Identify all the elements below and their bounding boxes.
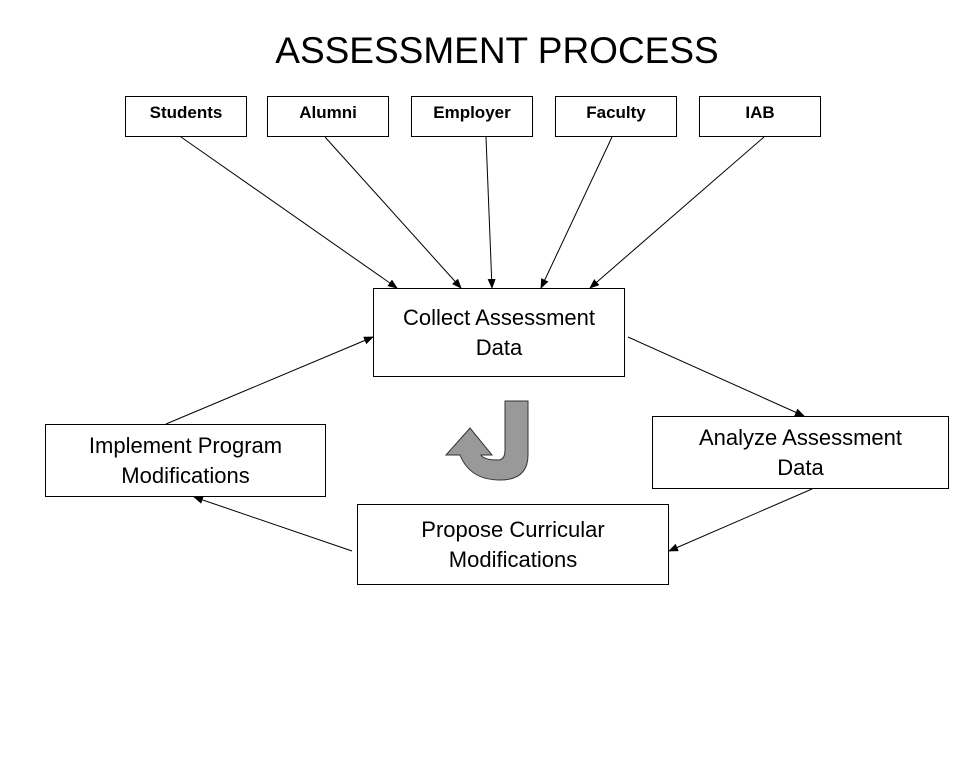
arrow-employer-to-collect — [485, 136, 496, 289]
arrow-alumni-to-collect — [324, 136, 462, 289]
source-label: Faculty — [586, 103, 646, 122]
source-box-employer: Employer — [411, 96, 533, 137]
arrow-propose-to-implement — [193, 496, 353, 552]
source-label: Employer — [433, 103, 511, 122]
arrow-implement-to-collect — [165, 336, 374, 425]
step-label-line1: Propose Curricular — [421, 516, 605, 542]
source-label: Alumni — [299, 103, 357, 122]
step-label-line2: Data — [475, 334, 523, 360]
source-box-alumni: Alumni — [267, 96, 389, 137]
step-label-line2: Modifications — [121, 462, 250, 488]
step-label-line2: Data — [777, 454, 824, 480]
source-label: Students — [149, 103, 223, 122]
u-turn-arrow-icon — [444, 400, 529, 481]
arrow-faculty-to-collect — [540, 136, 613, 289]
arrow-students-to-collect — [180, 136, 398, 289]
step-label-line1: Implement Program — [88, 432, 283, 458]
step-label-line1: Analyze Assessment — [699, 424, 902, 450]
source-box-students: Students — [125, 96, 247, 137]
source-box-iab: IAB — [699, 96, 821, 137]
arrow-analyze-to-propose — [668, 488, 813, 552]
step-label-line1: Collect Assessment — [403, 304, 595, 330]
source-label: IAB — [745, 103, 775, 122]
diagram-title: ASSESSMENT PROCESS — [275, 30, 719, 71]
step-label-line2: Modifications — [448, 546, 578, 572]
source-box-faculty: Faculty — [555, 96, 677, 137]
arrow-iab-to-collect — [589, 136, 765, 289]
arrow-collect-to-analyze — [627, 336, 805, 417]
